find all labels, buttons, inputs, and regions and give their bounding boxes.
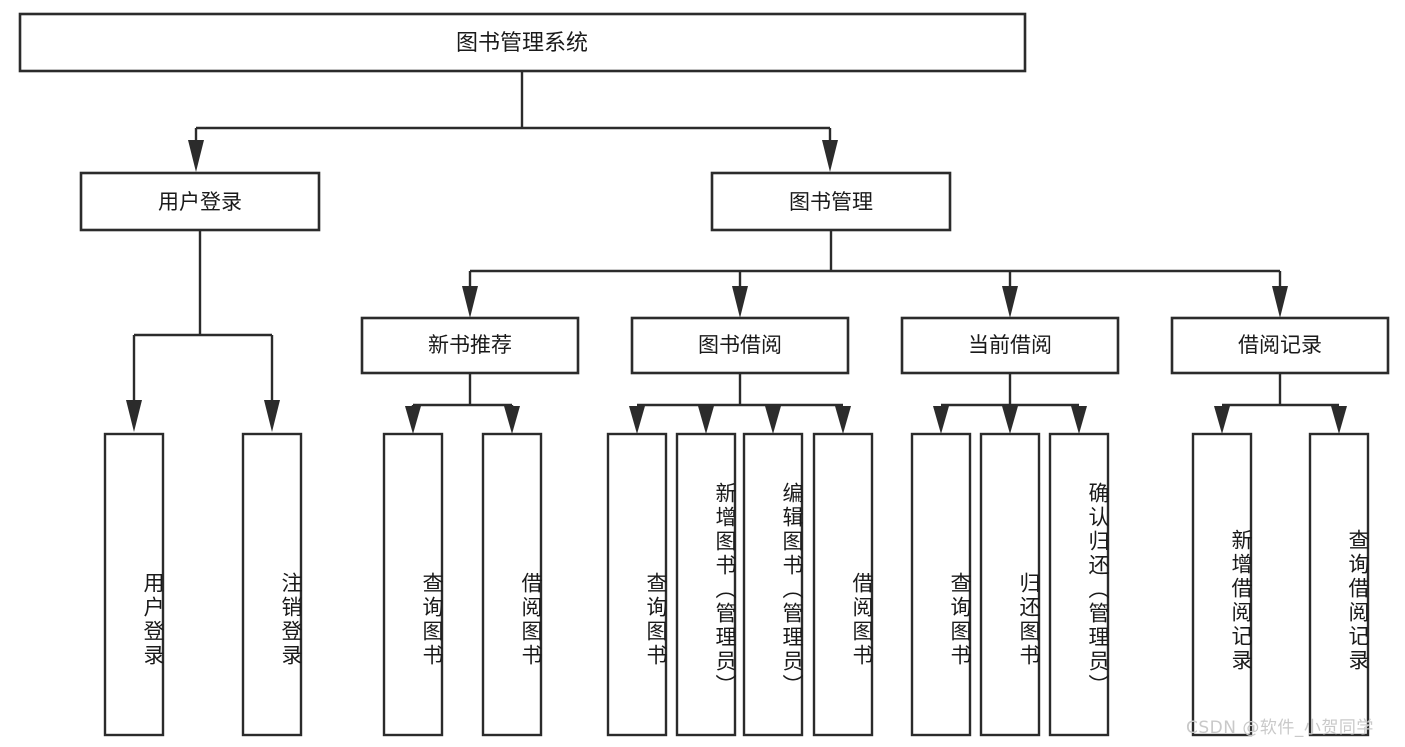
connector-new-book-recommend-to-leaves: [405, 373, 520, 434]
node-new-book-recommend-box[interactable]: [360, 316, 580, 375]
leaf-node-query-record[interactable]: [1308, 432, 1370, 737]
node-borrow-record-label: 借阅记录: [1238, 333, 1322, 357]
arrow-icon: [1071, 406, 1087, 434]
csdn-watermark: CSDN @软件_小贺同学: [1186, 718, 1374, 738]
connector-current-borrow-to-leaves: [933, 373, 1087, 434]
node-book-borrow-label: 图书借阅: [698, 333, 782, 357]
leaf-node-query-book-1[interactable]: [382, 432, 444, 737]
connector-book-borrow-to-leaves: [629, 373, 851, 434]
leaf-node-return-book[interactable]: [979, 432, 1041, 737]
node-current-borrow-box[interactable]: [900, 316, 1120, 375]
leaf-borrow-book-1-box[interactable]: [481, 432, 543, 737]
leaf-node-borrow-book-1[interactable]: [481, 432, 543, 737]
leaf-edit-book-box[interactable]: [742, 432, 804, 737]
arrow-icon: [698, 406, 714, 434]
leaf-node-query-book-3[interactable]: [910, 432, 972, 737]
leaf-node-query-book-2[interactable]: [606, 432, 668, 737]
connector-book-management-to-level3: [462, 230, 1288, 318]
arrow-icon: [462, 286, 478, 318]
node-book-borrow-box[interactable]: [630, 316, 850, 375]
leaf-query-book-2-box[interactable]: [606, 432, 668, 737]
arrow-icon: [1002, 406, 1018, 434]
arrow-icon: [188, 140, 204, 172]
connector-borrow-record-to-leaves: [1214, 373, 1347, 434]
arrow-icon: [126, 400, 142, 432]
leaf-user-login-box[interactable]: [103, 432, 165, 737]
node-borrow-record-box[interactable]: [1170, 316, 1390, 375]
arrow-icon: [1331, 406, 1347, 434]
leaf-borrow-book-2-box[interactable]: [812, 432, 874, 737]
node-book-borrow[interactable]: 图书借阅: [630, 316, 850, 375]
node-root-box[interactable]: [18, 12, 1027, 73]
leaf-add-book-box[interactable]: [675, 432, 737, 737]
node-new-book-recommend[interactable]: 新书推荐: [360, 316, 580, 375]
node-book-management[interactable]: 图书管理: [710, 171, 952, 232]
arrow-icon: [1272, 286, 1288, 318]
node-user-login-label: 用户登录: [158, 190, 242, 214]
node-root[interactable]: 图书管理系统: [18, 12, 1027, 73]
leaf-node-edit-book[interactable]: [742, 432, 804, 737]
leaf-node-confirm-return[interactable]: [1048, 432, 1110, 737]
leaf-add-record-box[interactable]: [1191, 432, 1253, 737]
node-current-borrow[interactable]: 当前借阅: [900, 316, 1120, 375]
arrow-icon: [405, 406, 421, 434]
leaf-node-add-book[interactable]: [675, 432, 737, 737]
leaf-node-logout-login[interactable]: [241, 432, 303, 737]
arrow-icon: [835, 406, 851, 434]
node-book-management-box[interactable]: [710, 171, 952, 232]
leaf-node-borrow-book-2[interactable]: [812, 432, 874, 737]
arrow-icon: [1002, 286, 1018, 318]
connector-root-to-level2: [188, 72, 838, 172]
leaf-query-book-1-box[interactable]: [382, 432, 444, 737]
node-root-label: 图书管理系统: [456, 31, 588, 56]
leaf-return-book-box[interactable]: [979, 432, 1041, 737]
node-new-book-recommend-label: 新书推荐: [428, 333, 512, 357]
node-current-borrow-label: 当前借阅: [968, 333, 1052, 357]
node-user-login[interactable]: 用户登录: [79, 171, 321, 232]
leaf-query-record-box[interactable]: [1308, 432, 1370, 737]
arrow-icon: [732, 286, 748, 318]
leaf-logout-login-box[interactable]: [241, 432, 303, 737]
connector-user-login-to-leaves: [126, 230, 280, 432]
node-borrow-record[interactable]: 借阅记录: [1170, 316, 1390, 375]
arrow-icon: [765, 406, 781, 434]
arrow-icon: [822, 140, 838, 172]
leaf-confirm-return-box[interactable]: [1048, 432, 1110, 737]
node-book-management-label: 图书管理: [789, 190, 873, 214]
arrow-icon: [933, 406, 949, 434]
arrow-icon: [1214, 406, 1230, 434]
arrow-icon: [504, 406, 520, 434]
leaf-node-user-login[interactable]: [103, 432, 165, 737]
arrow-icon: [629, 406, 645, 434]
leaf-node-add-record[interactable]: [1191, 432, 1253, 737]
arrow-icon: [264, 400, 280, 432]
leaf-query-book-3-box[interactable]: [910, 432, 972, 737]
